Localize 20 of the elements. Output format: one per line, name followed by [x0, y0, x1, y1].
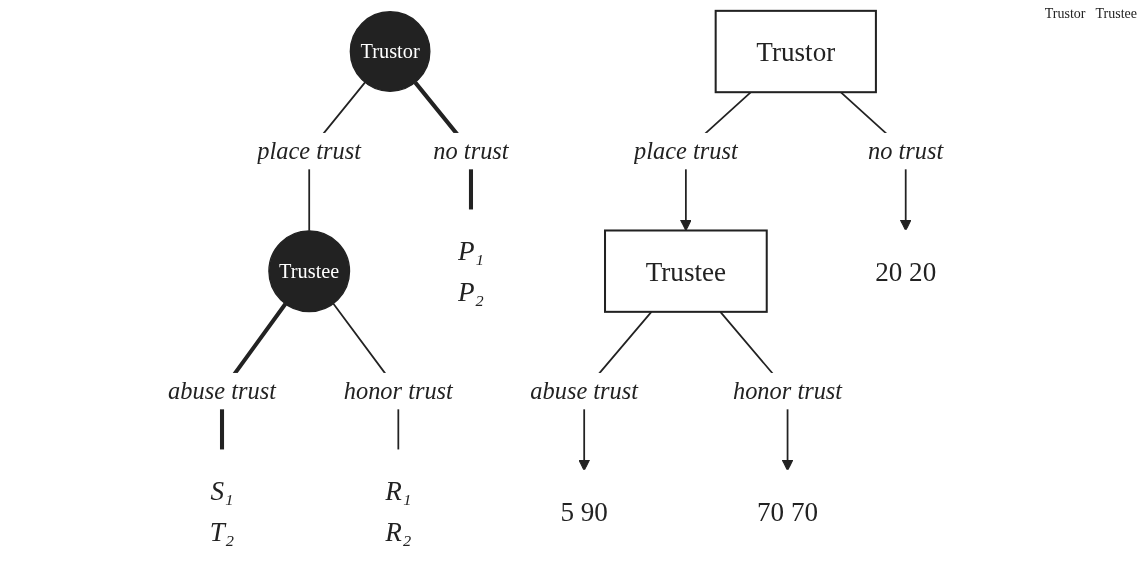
edge-label: place trust: [257, 136, 362, 165]
node-text: R₁ R₂: [385, 475, 412, 547]
edge-label: no trust: [433, 136, 509, 165]
edge-label: abuse trust: [168, 376, 276, 405]
node-text: 20 20: [875, 256, 937, 287]
node-text: S₁ T₂: [209, 475, 235, 547]
column-header: Trustee: [1095, 6, 1137, 22]
node-box: Trustee: [604, 229, 768, 313]
node-box: Trustor: [714, 9, 877, 94]
node-text: 5 90: [560, 496, 608, 527]
edge-label: honor trust: [732, 376, 843, 405]
column-header: Trustor: [1044, 6, 1086, 22]
node-text: 70 70: [757, 496, 819, 527]
edge-label: place trust: [634, 136, 738, 165]
node-circle: Trustor: [349, 11, 431, 92]
edge-label: no trust: [868, 136, 944, 165]
node-circle: Trustee: [268, 230, 351, 313]
node-text: P₁ P₂: [457, 235, 484, 307]
edge-label: abuse trust: [530, 376, 639, 405]
edge-label: honor trust: [343, 376, 453, 405]
